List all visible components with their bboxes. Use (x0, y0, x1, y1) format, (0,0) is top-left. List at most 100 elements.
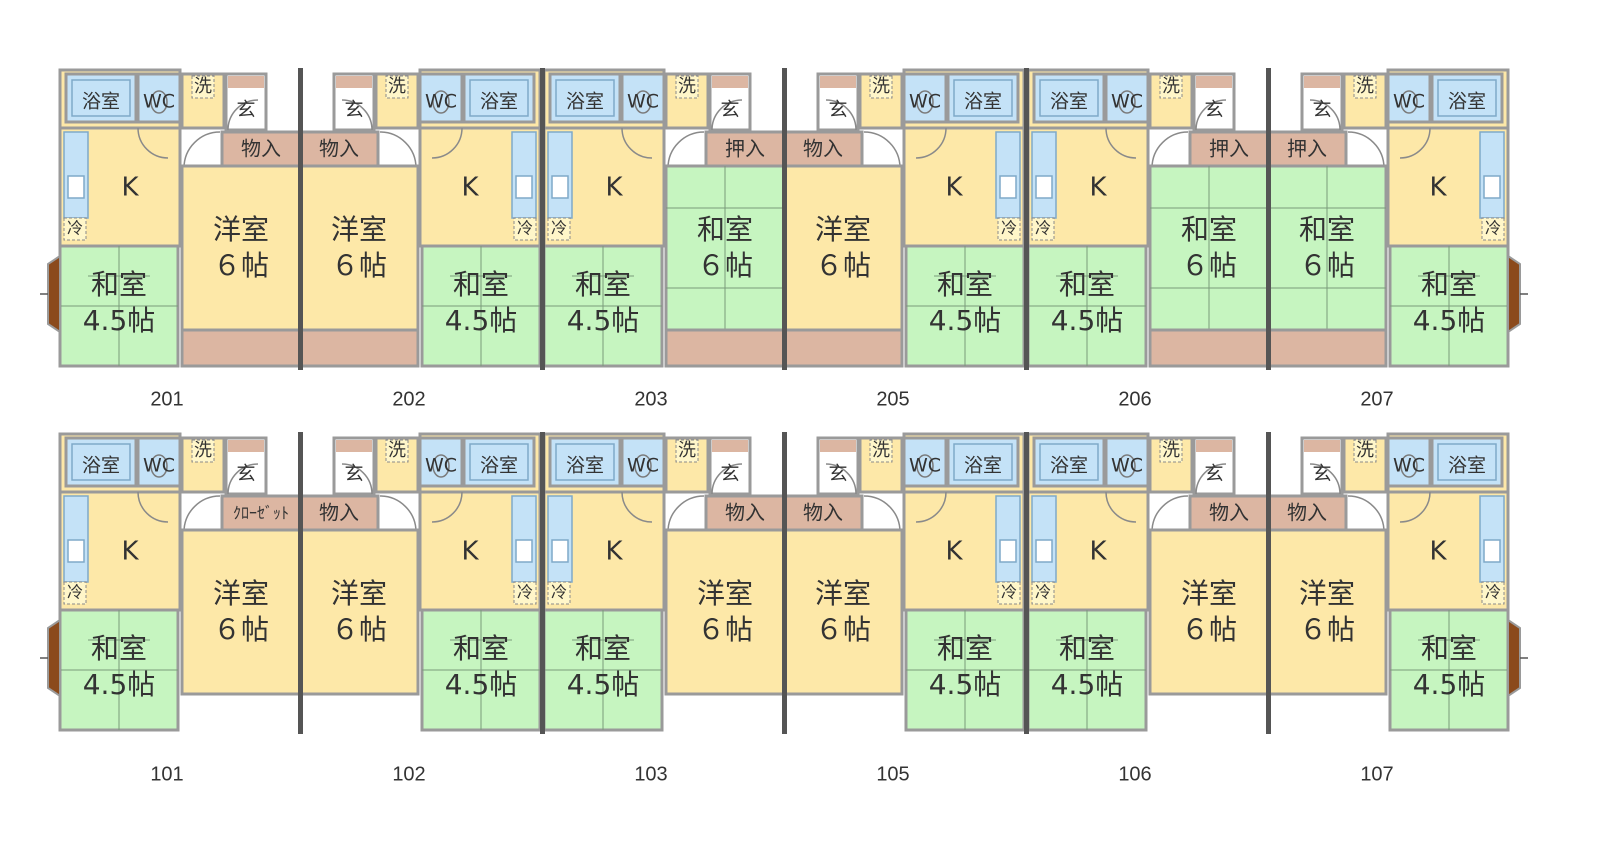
toilet-room (902, 436, 948, 488)
wc-label: WC (909, 91, 941, 113)
laundry-area (180, 436, 226, 494)
sink (999, 539, 1017, 563)
toilet-room (418, 436, 464, 488)
main-room-name: 和室 (1299, 213, 1355, 246)
veranda (664, 328, 786, 368)
shoe-box (820, 440, 856, 452)
toilet (1118, 90, 1136, 114)
sink (67, 175, 85, 199)
party-wall (1266, 432, 1271, 734)
kitchen-label: K (605, 537, 623, 567)
toilet (916, 90, 934, 114)
entrance-label: 玄 (1312, 463, 1331, 485)
main-room (664, 528, 786, 696)
bath-label: 浴室 (1050, 91, 1088, 113)
wc-label: WC (1111, 91, 1143, 113)
wc-label: WC (627, 455, 659, 477)
bay-window (47, 254, 61, 334)
door-swing (1309, 99, 1341, 131)
unit-number: 207 (1360, 388, 1393, 410)
bath-label: 浴室 (566, 91, 604, 113)
wc-label: WC (143, 455, 175, 477)
veranda (782, 328, 904, 368)
laundry-label: 洗 (872, 440, 890, 461)
washer-space (675, 75, 699, 99)
laundry-label: 洗 (194, 440, 212, 461)
entrance-label: 玄 (1204, 99, 1223, 121)
unit-number: 106 (1118, 763, 1151, 785)
laundry-label: 洗 (1162, 440, 1180, 461)
fridge-label: 冷 (517, 583, 533, 602)
sink (515, 175, 533, 199)
bathroom (1430, 72, 1504, 124)
kitchen-label: K (1089, 173, 1107, 203)
toilet-room (1386, 72, 1432, 124)
tatami-room-name: 和室 (91, 268, 147, 301)
main-room-name: 洋室 (1181, 577, 1237, 610)
door-swing (667, 131, 705, 169)
shoe-box (1196, 440, 1232, 452)
fridge-label: 冷 (517, 219, 533, 238)
bath-label: 浴室 (964, 455, 1002, 477)
wc-label: WC (627, 91, 659, 113)
bath-label: 浴室 (480, 455, 518, 477)
main-room-name: 洋室 (331, 213, 387, 246)
door-swing (1309, 463, 1341, 495)
kitchen-label: K (945, 173, 963, 203)
kitchen-label: K (461, 173, 479, 203)
kitchen-label: K (121, 537, 139, 567)
main-room (180, 528, 302, 696)
main-room-name: 洋室 (815, 213, 871, 246)
unit-number: 203 (634, 388, 667, 410)
fridge-label: 冷 (1485, 583, 1501, 602)
fridge-space (1481, 581, 1505, 605)
main-room-name: 和室 (697, 213, 753, 246)
unit-101 (40, 432, 302, 732)
veranda (180, 328, 302, 368)
washer-space (1159, 75, 1183, 99)
washer-space (1353, 439, 1377, 463)
storage-label: 物入 (803, 137, 843, 161)
entrance-label: 玄 (720, 463, 739, 485)
unit-105 (782, 432, 1026, 732)
fridge-space (997, 217, 1021, 241)
storage-label: 押入 (1287, 137, 1327, 161)
washer-space (191, 75, 215, 99)
toilet-room (136, 72, 182, 124)
bath-label: 浴室 (1448, 91, 1486, 113)
party-wall (1266, 68, 1271, 370)
bathroom (548, 436, 622, 488)
laundry-label: 洗 (388, 440, 406, 461)
tatami-room-name: 和室 (937, 632, 993, 665)
washer-space (1159, 439, 1183, 463)
unit-number: 102 (392, 763, 425, 785)
unit-number: 103 (634, 763, 667, 785)
main-room-size: ６帖 (697, 249, 753, 282)
storage-label: 物入 (803, 501, 843, 525)
tatami-room-size: 4.5帖 (1051, 668, 1124, 701)
storage-label: 物入 (1287, 501, 1327, 525)
tatami-room-name: 和室 (1421, 268, 1477, 301)
door-swing (431, 127, 463, 159)
sink-counter (511, 131, 537, 219)
unit-205 (782, 68, 1026, 368)
toilet (1400, 454, 1418, 478)
main-room-name: 和室 (1181, 213, 1237, 246)
sink (1035, 175, 1053, 199)
sink-counter (1031, 495, 1057, 583)
storage-label: 物入 (241, 137, 281, 161)
bathroom (548, 72, 622, 124)
entrance-label: 玄 (1312, 99, 1331, 121)
door-swing (621, 491, 653, 523)
wc-label: WC (425, 455, 457, 477)
tatami-room-size: 4.5帖 (929, 668, 1002, 701)
storage-label: 物入 (319, 501, 359, 525)
laundry-label: 洗 (1356, 76, 1374, 97)
main-room-size: ６帖 (815, 613, 871, 646)
shoe-box (1196, 76, 1232, 88)
main-room (298, 528, 420, 696)
bath-label: 浴室 (566, 455, 604, 477)
